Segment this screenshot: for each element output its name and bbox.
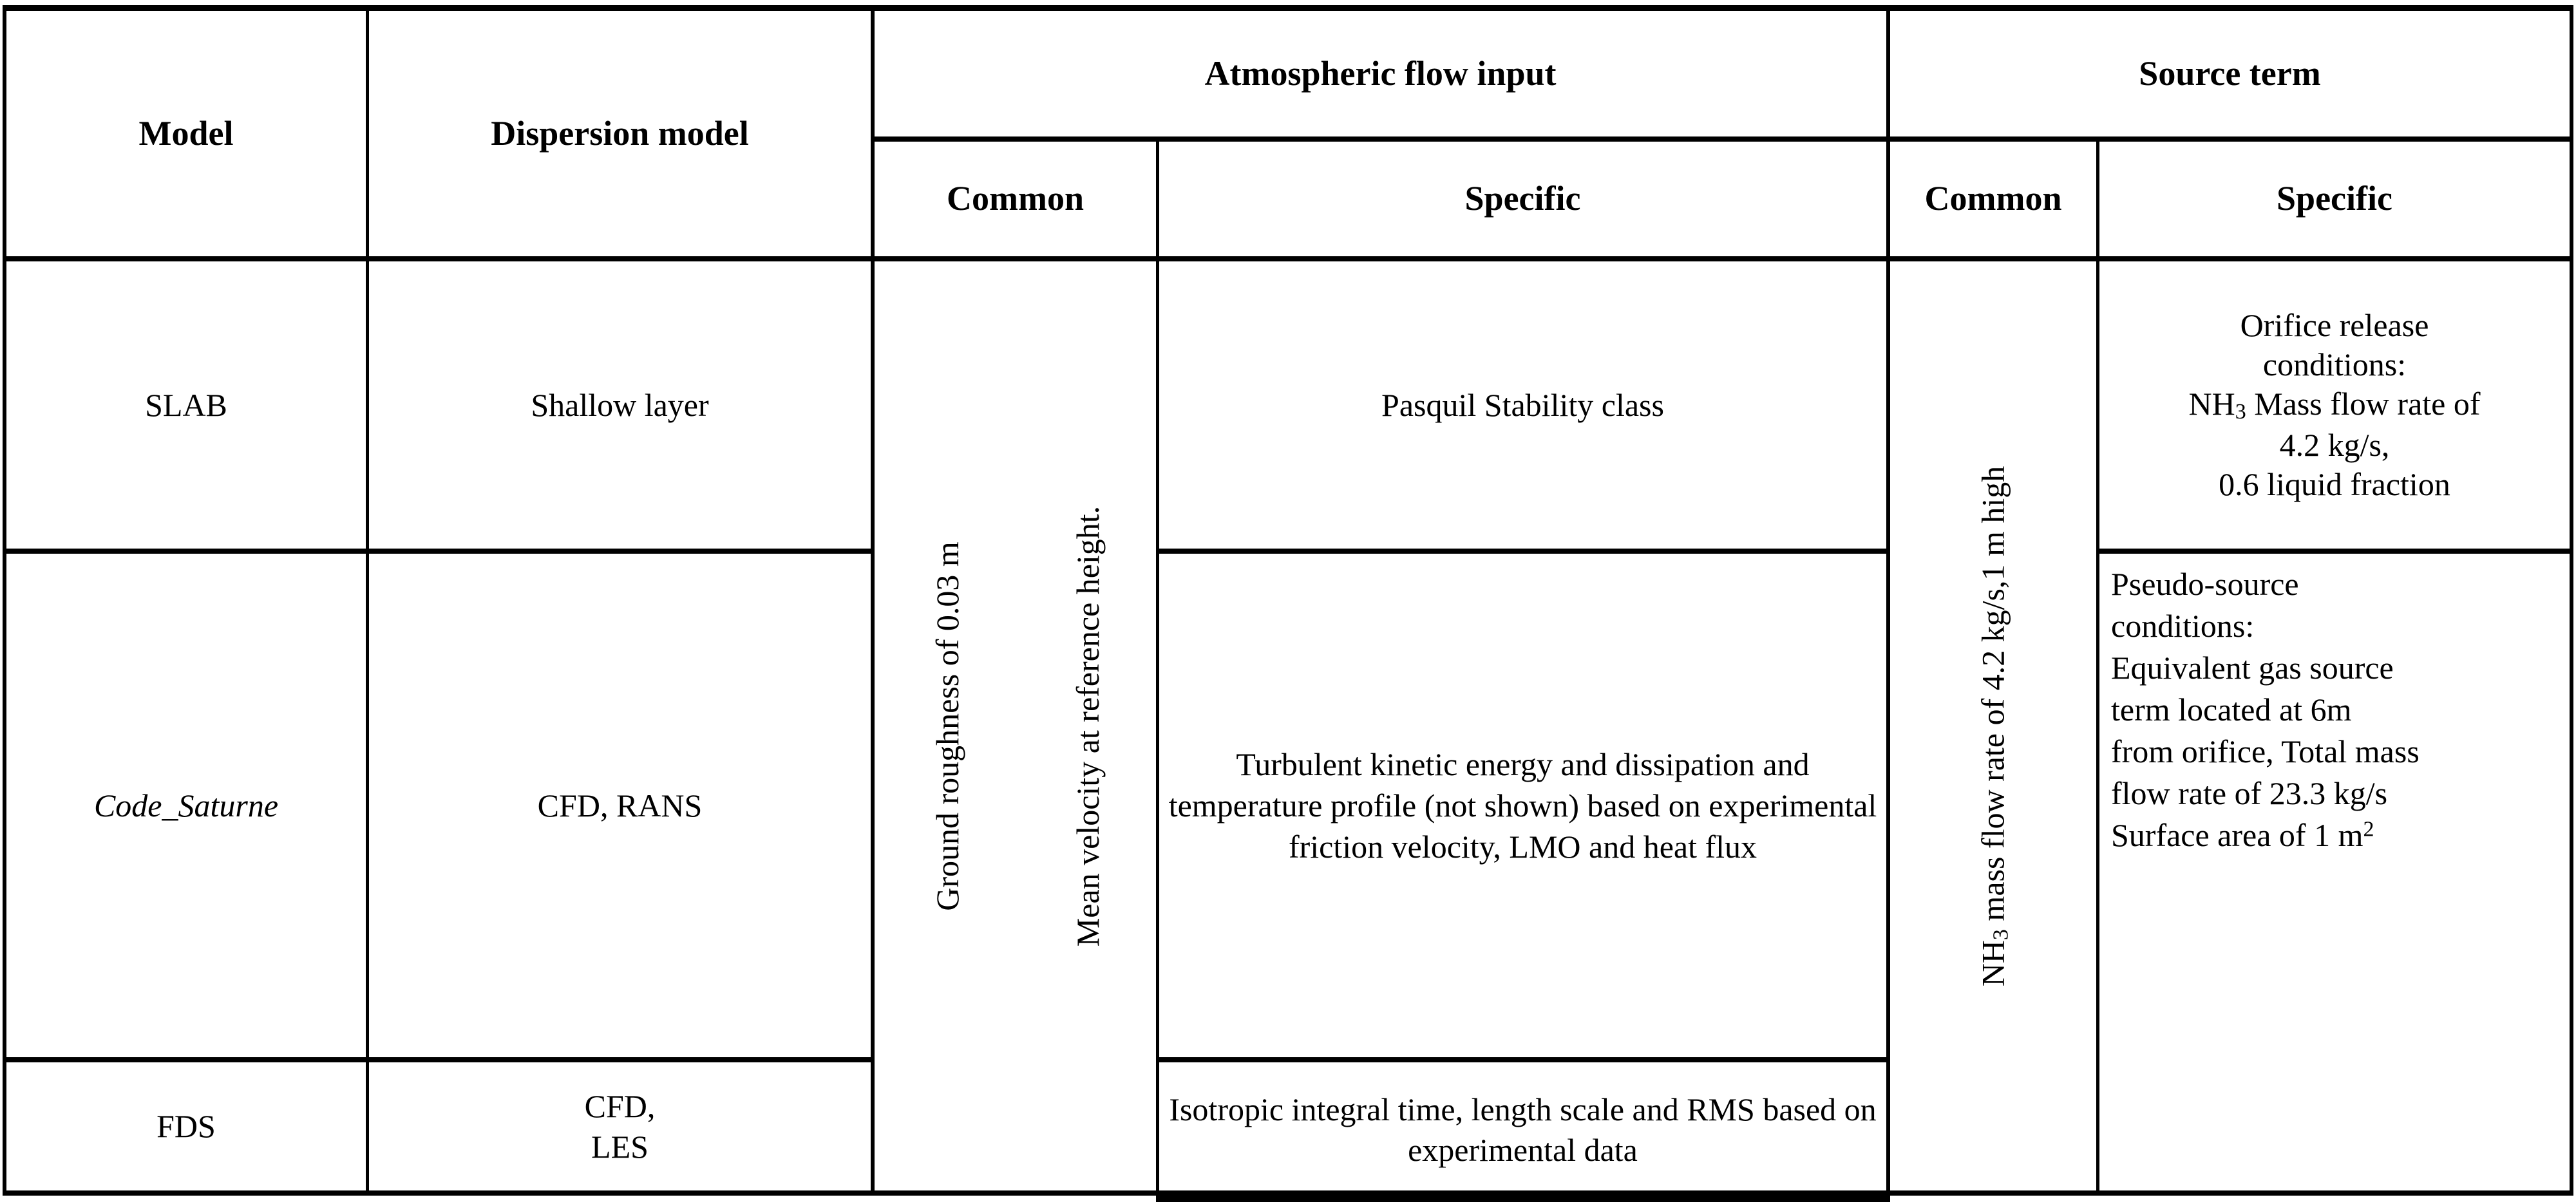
col-border-source-common-specific (2096, 136, 2099, 1196)
row-divider-slab-mid (1156, 549, 1890, 554)
header-source-specific-label: Specific (2277, 179, 2392, 218)
cell-atmospheric-specific-code-saturne-label: Turbulent kinetic energy and dissipation… (1168, 746, 1877, 865)
col-border-dispersion-atmos (871, 5, 875, 1196)
source-common-text-pre: NH (1975, 939, 2011, 986)
header-model: Model (6, 11, 366, 256)
header-source-common: Common (1890, 142, 2096, 256)
col-border-model-dispersion (366, 5, 369, 1196)
source-specific-slab-line3-sub: 3 (2235, 400, 2246, 424)
source-specific-cs-line7-pre: Surface area of 1 m (2111, 817, 2363, 853)
source-common-text-post: mass flow rate of 4.2 kg/s,1 m high (1975, 466, 2011, 929)
row-divider-slab-left (3, 549, 873, 554)
header-dispersion-model: Dispersion model (369, 11, 871, 256)
source-specific-cs-line7: Surface area of 1 m2 (2111, 814, 2561, 856)
row-divider-slab-right (2096, 549, 2573, 554)
group-header-bottom-border-atmos (871, 136, 1890, 142)
cell-source-specific-code-saturne: Pseudo-source conditions: Equivalent gas… (2099, 563, 2570, 1067)
header-atmospheric-specific: Specific (1159, 142, 1886, 256)
col-border-atmos-common-specific (1156, 136, 1159, 1196)
table-row: FDS (6, 1062, 366, 1190)
source-common-text-sub: 3 (1989, 928, 2013, 940)
source-specific-cs-line3: Equivalent gas source (2111, 650, 2394, 686)
cell-dispersion-slab-label: Shallow layer (531, 386, 709, 423)
header-group-atmospheric-label: Atmospheric flow input (1204, 53, 1557, 93)
source-specific-slab-line2: conditions: (2262, 346, 2407, 383)
source-specific-slab-line4: 4.2 kg/s, (2279, 426, 2390, 463)
outer-right-border (2570, 5, 2573, 1196)
atmospheric-common-ground-roughness-text: Ground roughness of 0.03 m (929, 541, 965, 911)
header-bottom-border (3, 256, 2573, 261)
header-atmospheric-common-label: Common (947, 179, 1084, 218)
table-row: SLAB (6, 261, 366, 549)
group-header-bottom-border-source (1886, 136, 2573, 142)
header-group-source-label: Source term (2139, 53, 2321, 93)
outer-left-border (3, 5, 6, 1196)
header-atmospheric-specific-label: Specific (1464, 179, 1581, 218)
cell-atmospheric-specific-slab: Pasquil Stability class (1159, 261, 1886, 549)
cell-dispersion-code-saturne-label: CFD, RANS (537, 787, 703, 823)
header-group-source-term: Source term (1890, 11, 2570, 136)
cell-atmospheric-common-mean-velocity: Mean velocity at reference height. (1019, 261, 1156, 1190)
cell-dispersion-fds-line1: CFD, (584, 1087, 656, 1124)
row-divider-fds-left (3, 1057, 873, 1062)
header-source-common-label: Common (1924, 179, 2062, 218)
cell-source-common-mass-flow-rate: NH3 mass flow rate of 4.2 kg/s,1 m high (1890, 261, 2096, 1190)
header-dispersion-model-label: Dispersion model (491, 113, 749, 153)
table-top-border (3, 5, 2573, 11)
source-specific-cs-line4: term located at 6m (2111, 691, 2352, 728)
cell-atmospheric-specific-code-saturne: Turbulent kinetic energy and dissipation… (1159, 554, 1886, 1057)
cell-atmospheric-specific-slab-label: Pasquil Stability class (1381, 386, 1664, 423)
atmospheric-common-mean-velocity-text: Mean velocity at reference height. (1070, 505, 1106, 946)
row-divider-fds-mid (1156, 1057, 1890, 1062)
header-source-specific: Specific (2099, 142, 2570, 256)
cell-model-slab: SLAB (145, 386, 227, 423)
source-specific-cs-line7-sup: 2 (2363, 817, 2374, 842)
cell-dispersion-fds-line2: LES (591, 1128, 649, 1165)
source-specific-cs-line6: flow rate of 23.3 kg/s (2111, 775, 2388, 811)
source-specific-cs-line2: conditions: (2111, 608, 2255, 644)
col-border-atmos-source (1886, 5, 1890, 1196)
cell-atmospheric-specific-fds-label: Isotropic integral time, length scale an… (1169, 1091, 1877, 1168)
header-group-atmospheric-flow-input: Atmospheric flow input (875, 11, 1886, 136)
cell-model-code-saturne: Code_Saturne (93, 787, 279, 823)
source-specific-slab-line3: NH3 Mass flow rate of (2108, 384, 2561, 426)
cell-source-specific-slab: Orifice release conditions: NH3 Mass flo… (2099, 261, 2570, 549)
cell-dispersion-slab: Shallow layer (369, 261, 871, 549)
source-specific-cs-line5: from orifice, Total mass (2111, 733, 2420, 769)
source-specific-slab-line3-pre: NH (2188, 386, 2235, 422)
header-model-label: Model (138, 113, 234, 153)
cell-dispersion-fds: CFD, LES (369, 1062, 871, 1190)
cell-dispersion-code-saturne: CFD, RANS (369, 554, 871, 1057)
source-specific-slab-line3-post: Mass flow rate of (2246, 386, 2481, 422)
source-specific-slab-line1: Orifice release (2240, 307, 2429, 344)
cell-atmospheric-common-ground-roughness: Ground roughness of 0.03 m (875, 261, 1019, 1190)
header-atmospheric-common: Common (875, 142, 1156, 256)
table-bottom-border-emph (1156, 1194, 1890, 1202)
source-specific-slab-line5: 0.6 liquid fraction (2219, 466, 2450, 502)
table-bottom-border (3, 1190, 2573, 1196)
table-row: Code_Saturne (6, 554, 366, 1057)
cell-model-fds: FDS (156, 1108, 216, 1144)
cell-atmospheric-specific-fds: Isotropic integral time, length scale an… (1159, 1062, 1886, 1198)
source-specific-cs-line1: Pseudo-source (2111, 566, 2299, 602)
